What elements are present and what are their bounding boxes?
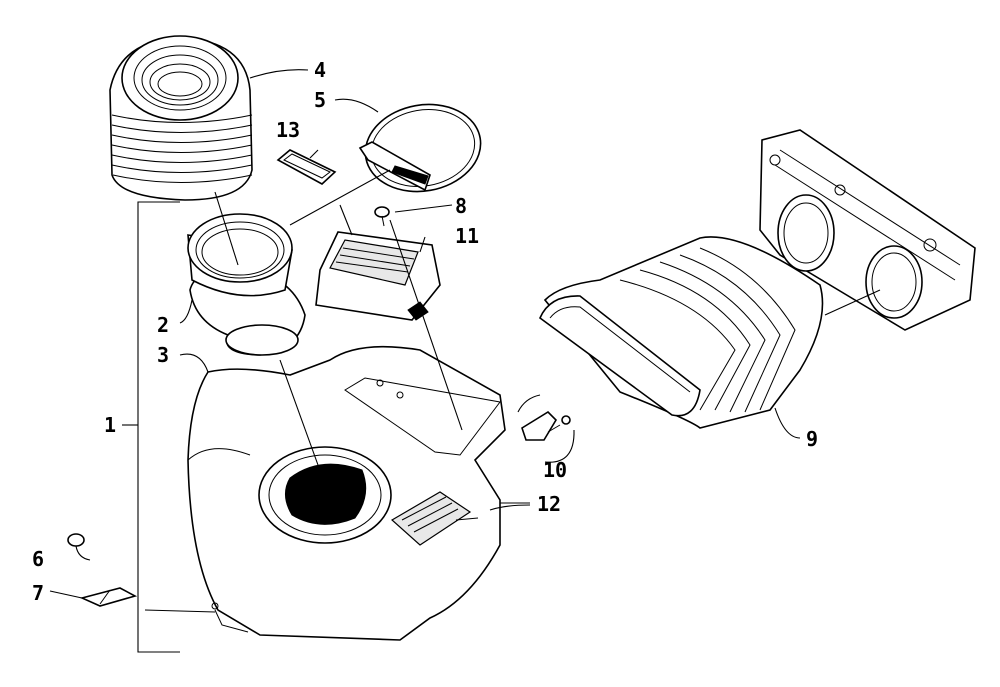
callout-9: 9 <box>806 427 818 451</box>
part-13-pad[interactable] <box>276 149 337 185</box>
callout-6: 6 <box>32 547 44 571</box>
callout-10: 10 <box>543 458 567 482</box>
callout-3: 3 <box>157 343 169 367</box>
callout-12: 12 <box>537 492 561 516</box>
part-3-air-box[interactable] <box>187 345 506 641</box>
callout-2: 2 <box>157 313 169 337</box>
callout-8: 8 <box>455 194 467 218</box>
callout-1-bracket <box>122 201 180 653</box>
part-8-screw[interactable] <box>374 206 390 227</box>
callout-1: 1 <box>104 413 116 437</box>
part-9-intake-duct[interactable] <box>539 236 824 429</box>
part-2-intake-adapter[interactable] <box>187 213 306 356</box>
callout-4: 4 <box>314 58 326 82</box>
part-6-rivet[interactable] <box>67 533 85 547</box>
callout-11: 11 <box>455 224 479 248</box>
throttle-body-assembly <box>759 129 976 331</box>
part-4-bellows-boot[interactable] <box>109 35 253 201</box>
part-7-bracket[interactable] <box>79 587 138 607</box>
part-10-clip[interactable] <box>521 410 571 441</box>
callout-labels: 4 5 13 8 11 2 3 1 9 10 12 6 7 <box>32 58 818 605</box>
callout-5: 5 <box>314 88 326 112</box>
callout-7: 7 <box>32 581 44 605</box>
part-5-hose-clamp[interactable] <box>358 96 487 201</box>
callout-13: 13 <box>276 118 300 142</box>
part-11-label[interactable] <box>315 231 441 321</box>
leader-lines <box>49 69 881 613</box>
